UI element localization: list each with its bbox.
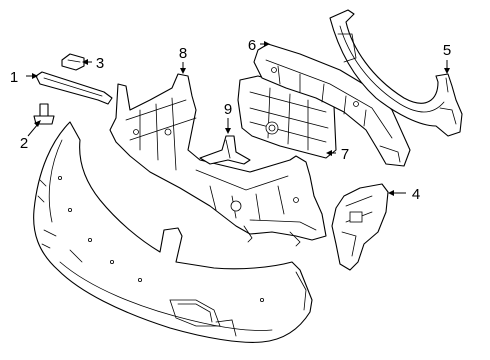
leader-lines bbox=[26, 41, 450, 196]
part-1-strip bbox=[35, 71, 113, 105]
part-2-fastener bbox=[33, 103, 55, 125]
part-5-upper-frame bbox=[329, 9, 463, 137]
callout-8: 8 bbox=[179, 45, 187, 62]
part-8-bumper-carrier bbox=[109, 73, 327, 247]
part-9-bracket bbox=[199, 135, 251, 165]
part-3-clip bbox=[61, 53, 85, 71]
callout-1: 1 bbox=[10, 69, 18, 86]
callout-6: 6 bbox=[248, 37, 256, 54]
part-4-side-bracket bbox=[331, 183, 389, 271]
part-6-upper-support bbox=[253, 43, 411, 167]
callout-2: 2 bbox=[20, 135, 28, 152]
bumper-cover bbox=[33, 121, 313, 343]
callout-4: 4 bbox=[412, 186, 420, 203]
callout-3: 3 bbox=[96, 55, 104, 72]
callout-5: 5 bbox=[443, 42, 451, 59]
callout-9: 9 bbox=[224, 101, 232, 118]
callout-7: 7 bbox=[341, 146, 349, 163]
